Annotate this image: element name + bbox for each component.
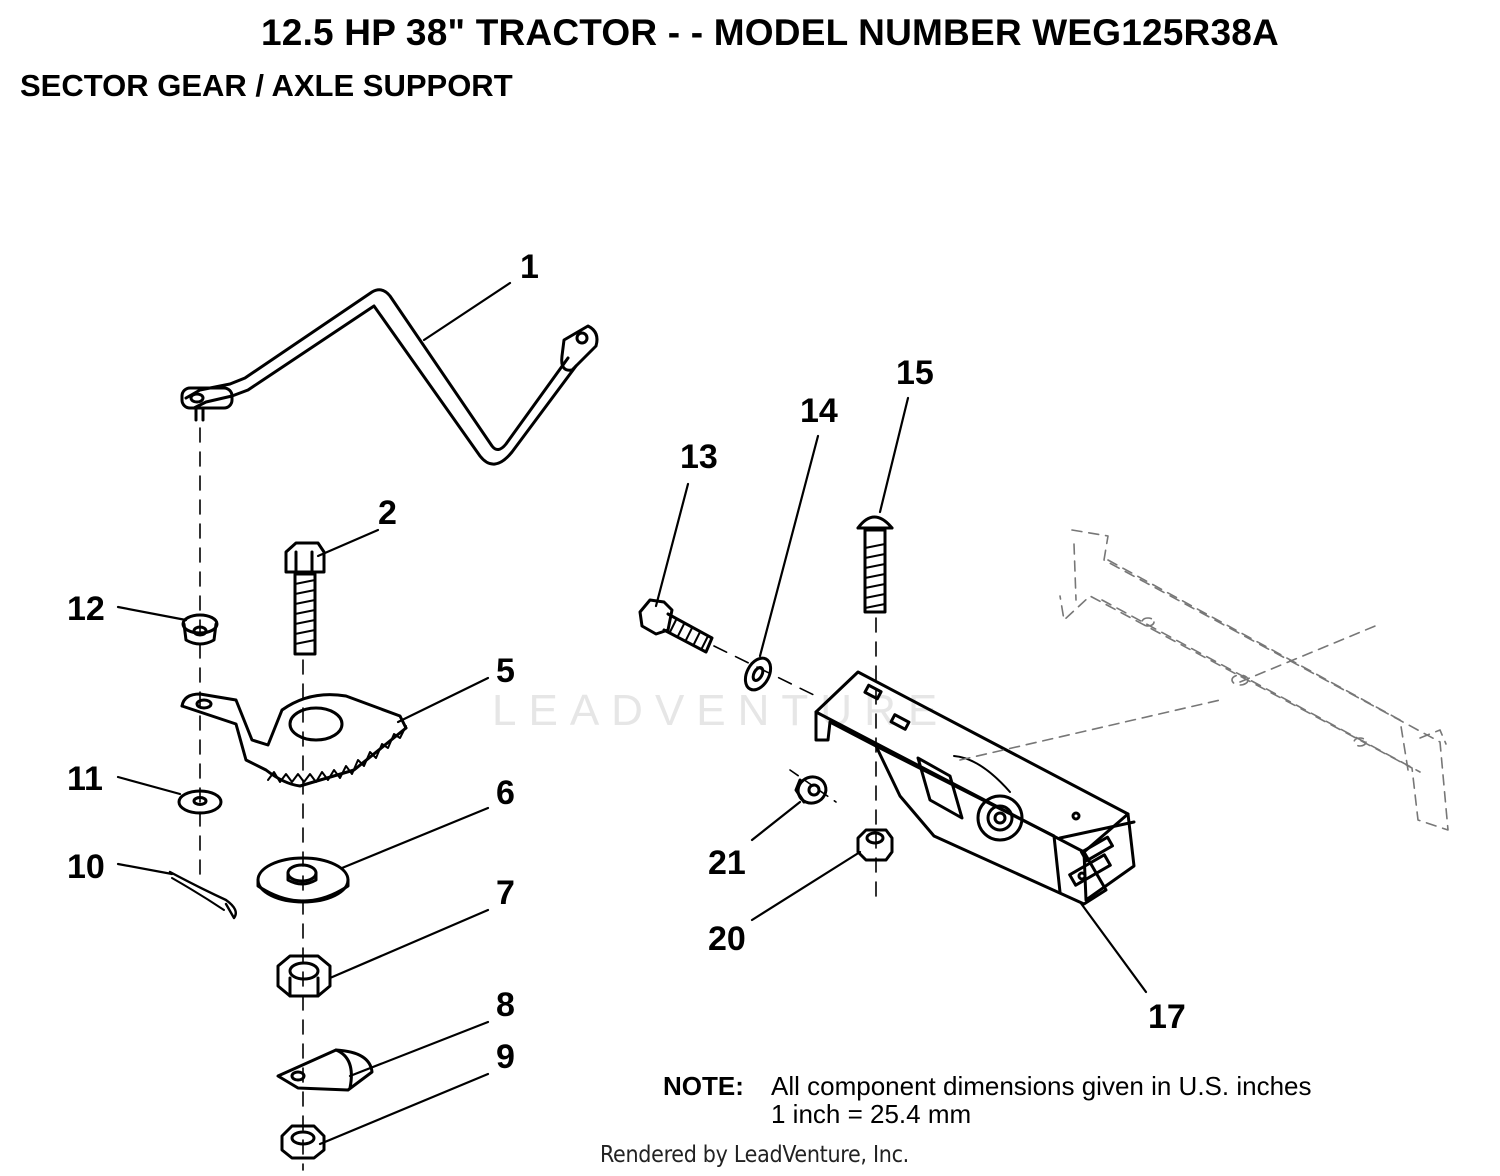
callout-20: 20 [708, 920, 746, 958]
callout-1: 1 [520, 248, 539, 286]
callout-8: 8 [496, 986, 515, 1024]
section-title: SECTOR GEAR / AXLE SUPPORT [20, 68, 513, 103]
note-line-2: 1 inch = 25.4 mm [771, 1099, 972, 1129]
part-7-hex-nut [276, 954, 332, 998]
callout-21: 21 [708, 844, 746, 882]
part-14-washer [743, 656, 773, 692]
part-17-axle-support [814, 670, 1136, 906]
part-11-washer [177, 789, 223, 815]
dimension-note: NOTE: All component dimensions given in U… [663, 1072, 1312, 1128]
assembly-axis-21 [789, 769, 837, 803]
callout-6: 6 [496, 774, 515, 812]
callout-12: 12 [67, 590, 105, 628]
part-1-drag-link [180, 288, 599, 466]
watermark-text: LEADVENTURE [492, 686, 950, 735]
part-2-hex-bolt [284, 541, 326, 656]
callout-leader-lines [116, 281, 1148, 1146]
callout-11: 11 [67, 760, 103, 798]
part-13-hex-bolt [638, 598, 714, 654]
callout-17: 17 [1148, 998, 1186, 1036]
part-12-flange-nut [181, 613, 219, 646]
page-title: 12.5 HP 38" TRACTOR - - MODEL NUMBER WEG… [261, 12, 1279, 53]
note-label: NOTE: [663, 1071, 744, 1101]
note-line-1: All component dimensions given in U.S. i… [771, 1071, 1312, 1101]
callout-2: 2 [378, 494, 397, 532]
footer-credit: Rendered by LeadVenture, Inc. [600, 1142, 909, 1168]
callout-7: 7 [496, 874, 515, 912]
part-9-nut [280, 1124, 326, 1160]
note-lines: All component dimensions given in U.S. i… [771, 1072, 1312, 1128]
callout-5: 5 [496, 652, 515, 690]
callout-14: 14 [800, 392, 838, 430]
assembly-axis-13 [713, 645, 821, 699]
callout-10: 10 [67, 848, 105, 886]
part-6-spacer [256, 856, 350, 904]
part-5-sector-gear [180, 692, 408, 788]
callout-15: 15 [896, 354, 934, 392]
part-10-cotter-pin [168, 870, 237, 920]
callout-13: 13 [680, 438, 718, 476]
part-8-clip [276, 1048, 374, 1092]
part-20-flange-nut [856, 828, 894, 862]
callout-9: 9 [496, 1038, 515, 1076]
part-15-carriage-bolt [856, 515, 894, 614]
phantom-front-axle [959, 529, 1449, 831]
